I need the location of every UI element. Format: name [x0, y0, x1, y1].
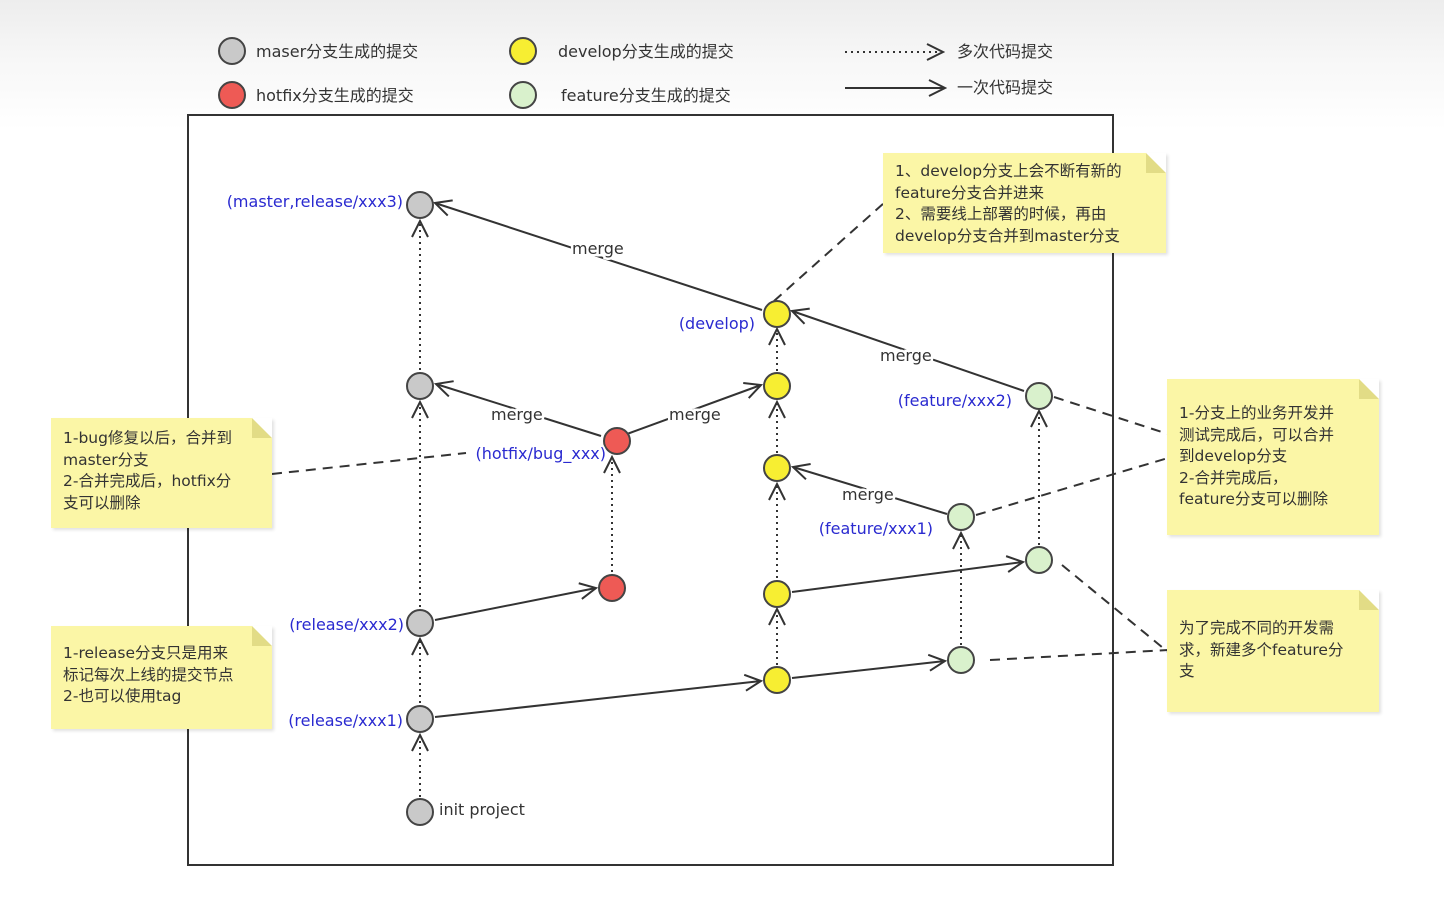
note-line: 为了完成不同的开发需: [1179, 619, 1335, 637]
legend-develop-dot: [509, 37, 537, 65]
arrow-release2-to-hotfix: [434, 588, 596, 621]
label-feature2: (feature/xxx2): [898, 391, 1012, 410]
connector-hotfix-note: [271, 452, 467, 475]
commit-develop-1: [763, 666, 791, 694]
note-line: 到develop分支: [1179, 447, 1288, 465]
merge-labels: merge merge merge merge merge: [489, 237, 935, 507]
connector-develop-note: [773, 202, 885, 302]
connector-feature2-note: [1053, 396, 1169, 435]
commit-feature2-2: [1025, 382, 1053, 410]
note-line: 1-bug修复以后，合并到: [63, 429, 232, 447]
note-line: 2-合并完成后，: [1179, 468, 1288, 487]
note-release: 1-release分支只是用来 标记每次上线的提交节点 2-也可以使用tag: [51, 626, 272, 729]
commit-nodes: [406, 191, 1053, 826]
commit-feature1-2: [947, 503, 975, 531]
commit-hotfix-2: [603, 427, 631, 455]
commit-develop-3: [763, 454, 791, 482]
legend-hotfix-label: hotfix分支生成的提交: [256, 86, 414, 105]
merge-hotfix-to-master: [436, 384, 602, 437]
legend-feature-dot: [509, 81, 537, 109]
arrow-release1-to-develop: [434, 681, 761, 718]
merge-label-develop-master: merge: [572, 239, 624, 258]
legend-master-dot: [218, 37, 246, 65]
note-line: 2-合并完成后，hotfix分: [63, 472, 232, 490]
commit-hotfix-1: [598, 574, 626, 602]
commit-init: [406, 798, 434, 826]
note-line: 1-分支上的业务开发并: [1179, 404, 1334, 422]
note-line: 标记每次上线的提交节点: [63, 665, 234, 684]
note-fold: [1359, 379, 1379, 399]
note-feature-create: 为了完成不同的开发需 求，新建多个feature分 支: [1167, 590, 1379, 712]
merge-develop-to-master: [435, 203, 763, 311]
merge-feature1-to-develop: [793, 467, 948, 515]
label-hotfix: (hotfix/bug_xxx): [476, 444, 606, 464]
note-line: 求，新建多个feature分: [1179, 640, 1344, 659]
legend-feature-label: feature分支生成的提交: [561, 86, 731, 105]
connector-create-note-b: [989, 649, 1169, 661]
commit-develop-2: [763, 580, 791, 608]
note-line: 测试完成后，可以合并: [1179, 425, 1335, 444]
note-line: 支可以删除: [63, 493, 141, 512]
commit-feature1-1: [947, 646, 975, 674]
note-line: 支: [1179, 662, 1195, 680]
note-hotfix: 1-bug修复以后，合并到 master分支 2-合并完成后，hotfix分 支…: [51, 418, 272, 528]
label-develop: (develop): [679, 314, 755, 333]
legend-master-label: maser分支生成的提交: [256, 42, 418, 61]
connector-create-note-a: [1061, 564, 1169, 653]
legend-hotfix-dot: [218, 81, 246, 109]
merge-feature2-to-develop: [792, 311, 1025, 392]
arrow-develop-to-feature2: [791, 562, 1023, 593]
legend: maser分支生成的提交 hotfix分支生成的提交 develop分支生成的提…: [218, 37, 1053, 109]
merge-label-feature1-develop: merge: [842, 485, 894, 504]
note-line: 2、需要线上部署的时候，再由: [895, 205, 1107, 223]
legend-single-commit-label: 一次代码提交: [957, 78, 1053, 97]
commit-release1: [406, 705, 434, 733]
note-line: 1-release分支只是用来: [63, 644, 228, 662]
note-feature-merge: 1-分支上的业务开发并 测试完成后，可以合并 到develop分支 2-合并完成…: [1167, 379, 1379, 535]
commit-release2: [406, 609, 434, 637]
commit-develop-5: [763, 300, 791, 328]
branch-labels: (master,release/xxx3) (release/xxx2) (re…: [227, 192, 1012, 819]
commit-develop-4: [763, 372, 791, 400]
note-line: develop分支合并到master分支: [895, 226, 1120, 245]
note-line: 1、develop分支上会不断有新的: [895, 162, 1122, 180]
note-line: feature分支可以删除: [1179, 490, 1328, 508]
arrow-develop-to-feature1: [791, 661, 945, 679]
commit-master-mid: [406, 372, 434, 400]
label-init-project: init project: [439, 800, 525, 819]
commit-master-top: [406, 191, 434, 219]
commit-feature2-1: [1025, 546, 1053, 574]
label-release1: (release/xxx1): [288, 711, 403, 730]
note-line: feature分支合并进来: [895, 183, 1044, 202]
note-fold: [252, 626, 272, 646]
note-line: 2-也可以使用tag: [63, 687, 182, 705]
label-release2: (release/xxx2): [289, 615, 404, 634]
multi-commit-arrows: [420, 221, 1039, 797]
note-line: master分支: [63, 450, 149, 469]
single-commit-arrows: [434, 203, 1025, 718]
note-develop: 1、develop分支上会不断有新的 feature分支合并进来 2、需要线上部…: [883, 153, 1166, 253]
legend-develop-label: develop分支生成的提交: [558, 42, 734, 61]
label-master-release3: (master,release/xxx3): [227, 192, 403, 211]
note-fold: [1146, 153, 1166, 173]
merge-label-hotfix-develop: merge: [669, 405, 721, 424]
legend-multi-commit-label: 多次代码提交: [957, 42, 1053, 61]
merge-hotfix-to-develop: [626, 385, 761, 435]
label-feature1: (feature/xxx1): [819, 519, 933, 538]
note-fold: [1359, 590, 1379, 610]
merge-label-feature2-develop: merge: [880, 346, 932, 365]
merge-label-hotfix-master: merge: [491, 405, 543, 424]
note-connectors: [271, 202, 1169, 661]
note-fold: [252, 418, 272, 438]
